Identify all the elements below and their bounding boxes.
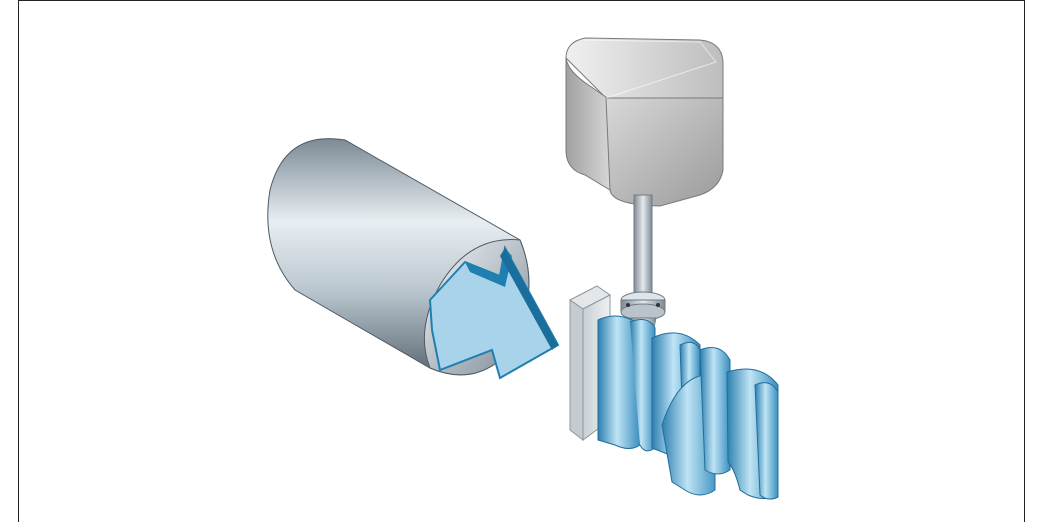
vane-shutter-icon	[598, 316, 778, 499]
actuator-box-icon	[566, 38, 723, 206]
